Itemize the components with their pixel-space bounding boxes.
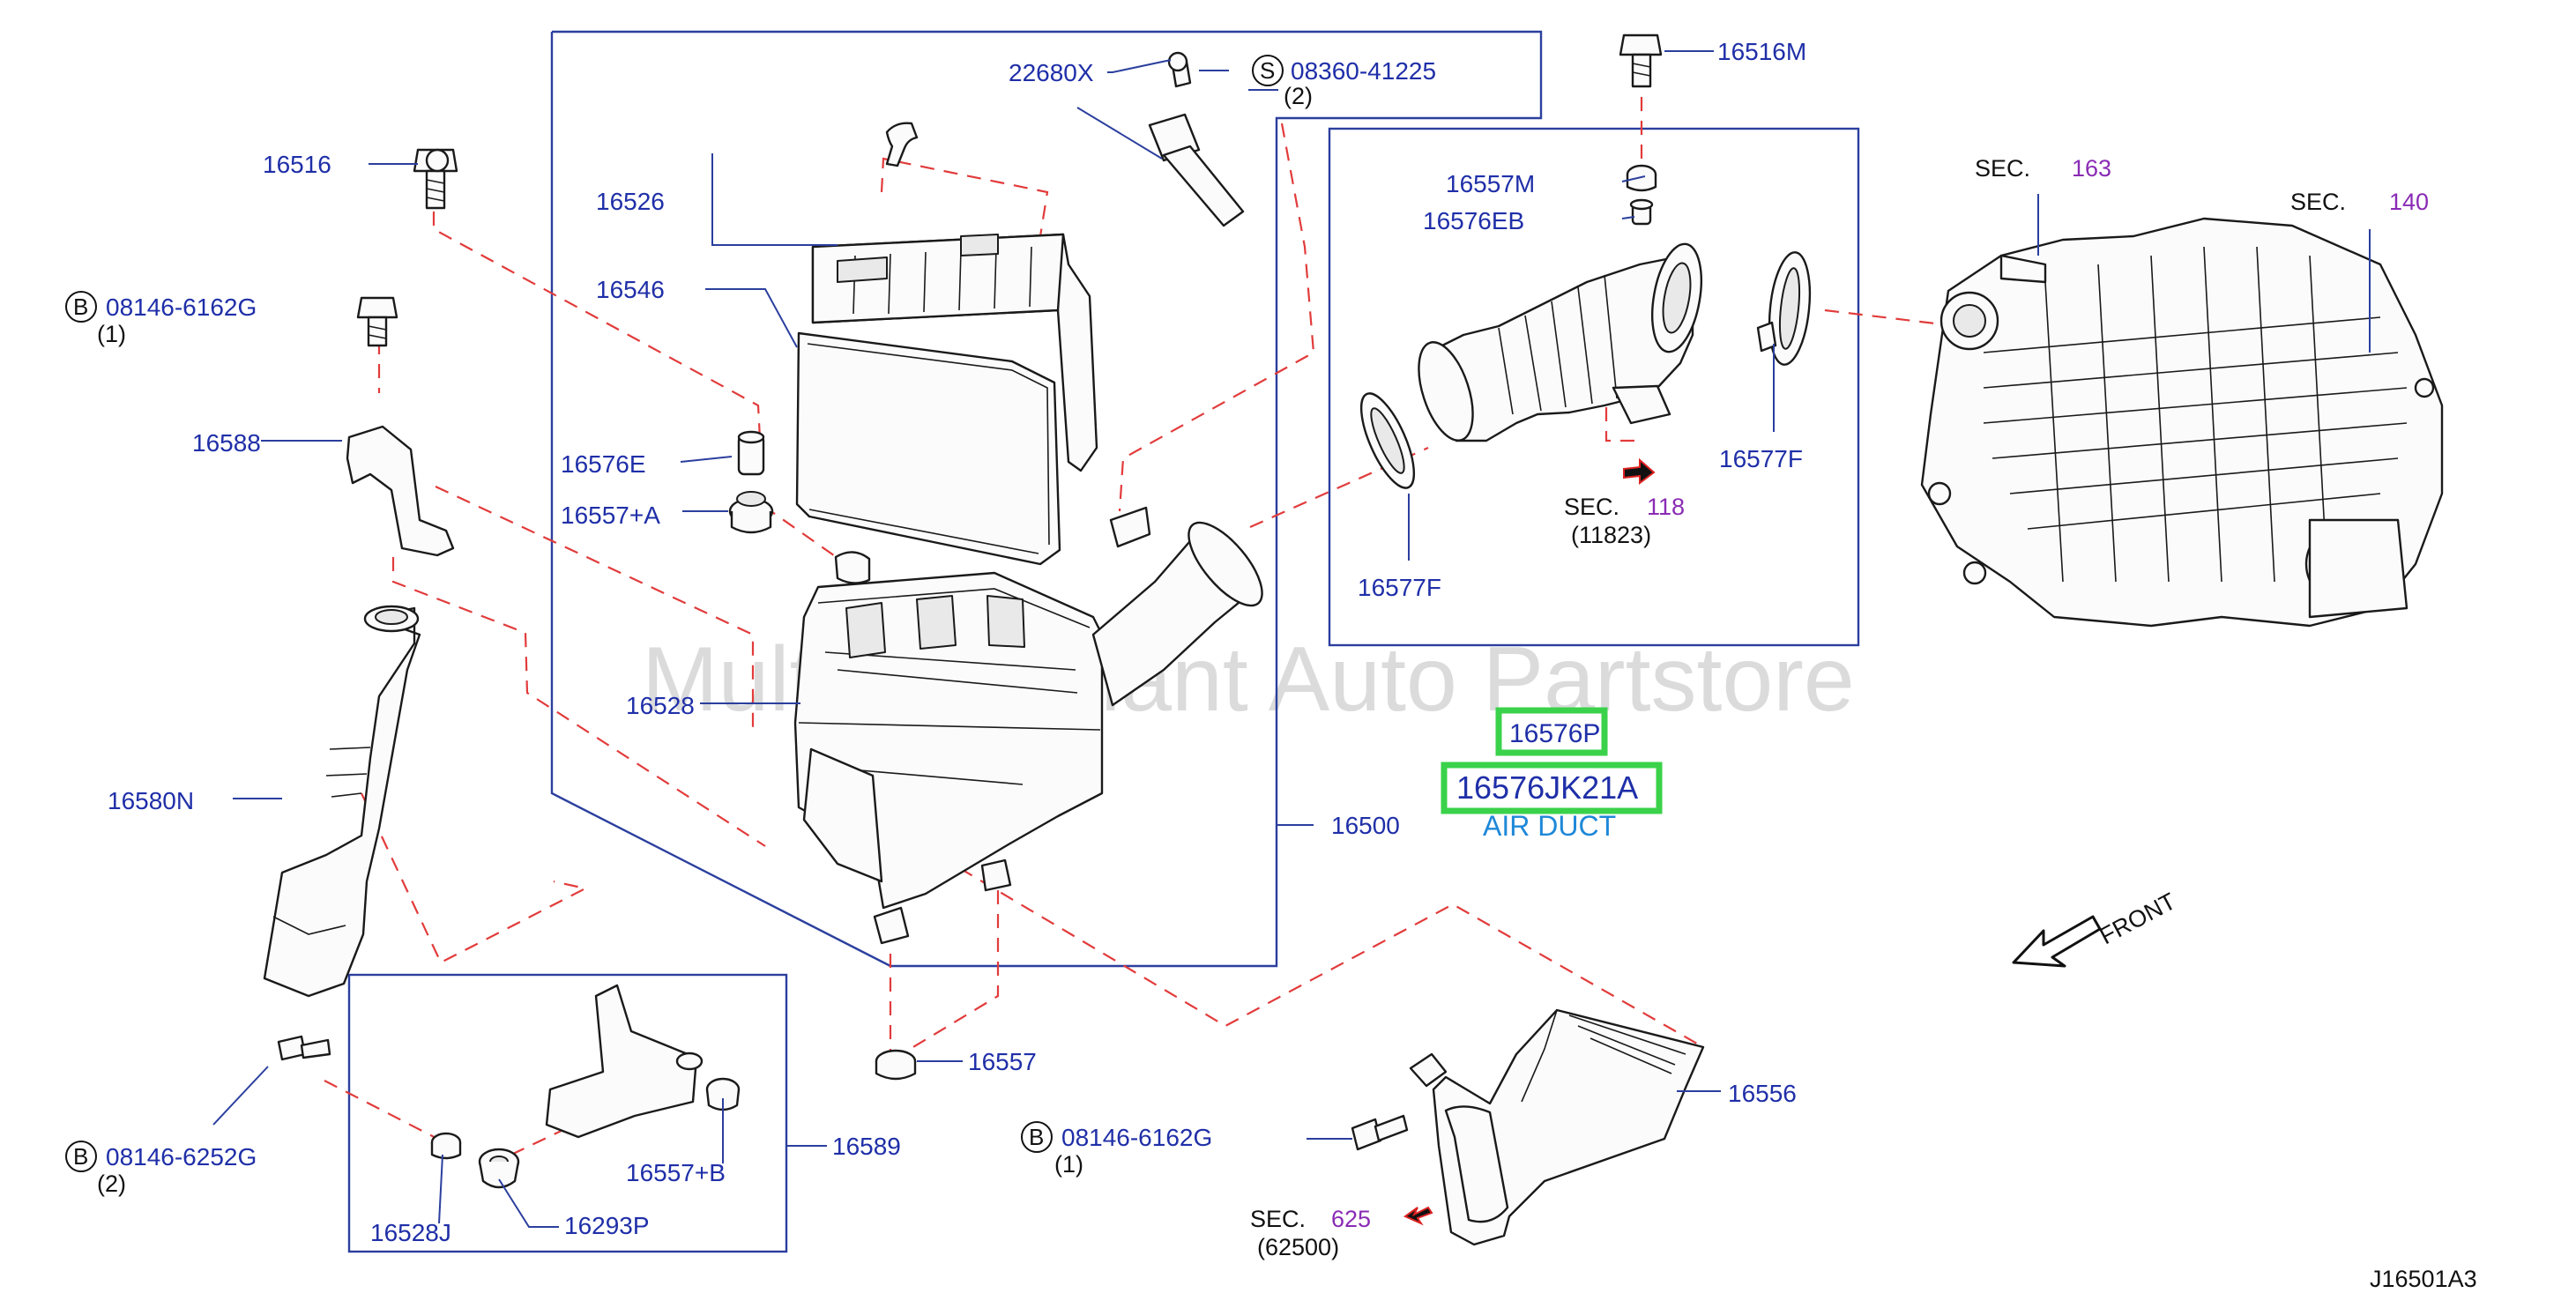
part-16589-bracket (545, 984, 704, 1139)
label-16516: 16516 (263, 151, 331, 178)
b-circle-icon-1 (65, 291, 97, 323)
label-08146-6162G-3: 08146-6162G (1061, 1124, 1212, 1151)
part-16546-filter (795, 331, 1061, 566)
part-16577F-clamp-left (1359, 392, 1416, 489)
part-16516-bolt (413, 148, 458, 210)
label-sec-118: 118 (1647, 494, 1685, 520)
part-16556-inlet-duct (1409, 1008, 1705, 1246)
part-08146-bolt-upper (356, 296, 398, 347)
label-s-prefix: S (1260, 57, 1275, 84)
label-16576EB: 16576EB (1423, 207, 1524, 234)
highlight-description: AIR DUCT (1483, 810, 1616, 842)
label-08146-6162G-1: 08146-6162G (106, 294, 257, 321)
leader-lines (212, 50, 2371, 1228)
label-front: FRONT (2096, 888, 2180, 949)
alignment-lines (324, 49, 1958, 1156)
label-sec-118-word: SEC. (1564, 494, 1619, 520)
label-16557M: 16557M (1446, 170, 1535, 197)
label-16580N: 16580N (108, 787, 194, 814)
label-sec-625-word: SEC. (1250, 1206, 1306, 1232)
label-sec-140: 140 (2389, 189, 2429, 215)
label-s-qty: (2) (1284, 83, 1313, 109)
label-16588: 16588 (192, 429, 261, 457)
label-22680X: 22680X (1009, 59, 1094, 86)
label-08146-6252G: 08146-6252G (106, 1143, 257, 1171)
label-sec-625-sub: (62500) (1257, 1234, 1339, 1260)
arrow-to-sec-118 (1623, 457, 1656, 485)
part-08146-bolt-16589 (277, 1035, 331, 1061)
label-16557A: 16557+A (561, 502, 660, 529)
label-sec-140-word: SEC. (2290, 189, 2346, 215)
label-16589: 16589 (832, 1133, 901, 1160)
s-circle-icon (1252, 55, 1284, 86)
part-16528J-grommet (430, 1132, 462, 1160)
part-16528-lower-case (793, 506, 1263, 945)
label-16557: 16557 (968, 1048, 1037, 1075)
label-16557B: 16557+B (626, 1159, 726, 1186)
highlight-box-oem-number (1441, 762, 1663, 814)
group-box-air-duct (1328, 127, 1860, 647)
label-b2-qty: (2) (97, 1171, 126, 1197)
label-16577F-right: 16577F (1719, 445, 1803, 472)
b-circle-icon-3 (1021, 1121, 1053, 1153)
label-16577F-left: 16577F (1358, 574, 1441, 601)
label-b1-qty: (1) (97, 321, 126, 347)
part-16557A-insulator (728, 491, 774, 534)
label-16528J: 16528J (370, 1219, 451, 1246)
label-16516M: 16516M (1717, 38, 1806, 65)
arrow-to-sec-625 (1403, 1206, 1433, 1226)
part-16293P-bushing (478, 1148, 520, 1189)
part-16576P-air-duct (1418, 242, 1702, 442)
label-16528: 16528 (626, 692, 695, 719)
part-16516M-bolt (1619, 33, 1663, 88)
part-16577F-clamp-right (1756, 251, 1812, 366)
highlight-oem-number: 16576JK21A (1456, 769, 1638, 806)
label-b-prefix-1: B (73, 294, 88, 320)
group-box-16589 (347, 973, 788, 1253)
label-b-prefix-2: B (73, 1143, 88, 1170)
part-08146-bolt-lower (1351, 1114, 1409, 1151)
label-16293P: 16293P (564, 1212, 650, 1239)
label-sec-118-sub: (11823) (1571, 522, 1651, 548)
part-air-cleaner-cover (811, 233, 1098, 472)
part-16576EB-grommet (1629, 198, 1654, 226)
label-sec-163-word: SEC. (1975, 155, 2030, 182)
part-16557M-grommet (1626, 164, 1657, 192)
label-16576E: 16576E (561, 450, 646, 478)
label-16556: 16556 (1728, 1080, 1797, 1107)
highlight-box-part-number (1495, 707, 1608, 756)
part-16557-grommet (875, 1049, 917, 1081)
diagram-code: J16501A3 (2370, 1266, 2477, 1292)
part-16588-bracket (346, 425, 455, 557)
label-sec-163: 163 (2072, 155, 2111, 182)
label-16500: 16500 (1331, 812, 1400, 839)
label-08360-41225: 08360-41225 (1291, 57, 1436, 85)
front-arrow-icon (2012, 915, 2102, 968)
part-16576E-grommet (737, 430, 765, 476)
part-22680X-sensor (1148, 51, 1245, 227)
label-16526: 16526 (596, 188, 665, 215)
group-box-16500 (550, 30, 1543, 968)
label-b-prefix-3: B (1029, 1124, 1044, 1150)
highlight-part-number: 16576P (1509, 719, 1600, 748)
part-16580N-resonator (263, 605, 421, 998)
part-intake-manifold (1920, 217, 2444, 628)
part-16526-clip (885, 122, 919, 167)
label-b3-qty: (1) (1054, 1151, 1083, 1178)
b-circle-icon-2 (65, 1141, 97, 1172)
label-sec-625: 625 (1331, 1206, 1371, 1232)
label-16546: 16546 (596, 276, 665, 303)
